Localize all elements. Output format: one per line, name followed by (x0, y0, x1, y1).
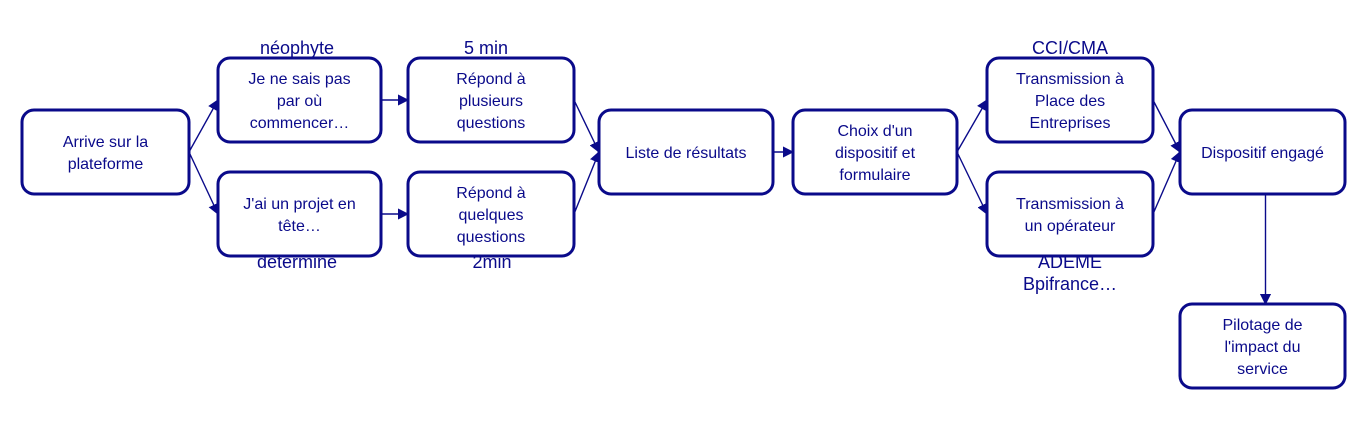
node-label-line: Arrive sur la (63, 134, 148, 151)
node-label-line: plateforme (68, 156, 144, 173)
node-box (216, 170, 383, 258)
node-box (597, 108, 775, 196)
edge-choix-to-operateur (956, 151, 988, 216)
edges (188, 94, 1272, 306)
node-engage: Dispositif engagé (1178, 108, 1347, 196)
node-quelques: Répond à quelques questions (406, 170, 576, 258)
tag-bpi: Bpifrance… (1023, 274, 1117, 294)
node-box (985, 56, 1155, 144)
edge-plusieurs-to-liste (573, 99, 600, 154)
edge-arrive-to-neophyte (188, 99, 219, 153)
node-label-line: Transmission à (1016, 196, 1124, 213)
node-box (1178, 108, 1347, 196)
edge-quelques-to-liste (573, 150, 601, 215)
node-arrive: Arrive sur la plateforme (20, 108, 191, 196)
node-box (985, 170, 1155, 258)
node-label-line: l'impact du (1225, 339, 1301, 356)
node-box (406, 170, 576, 258)
node-choix: Choix d'un dispositif et formulaire (791, 108, 959, 196)
node-label-line: tête… (278, 218, 321, 235)
tag-neophyte: néophyte (260, 38, 334, 58)
tag-ademe: ADEME (1038, 252, 1102, 272)
node-label-line: plusieurs (459, 93, 523, 110)
node-label-line: J'ai un projet en (243, 196, 355, 213)
tag-determine: déterminé (257, 252, 337, 272)
node-label-line: questions (457, 229, 526, 246)
node-box (406, 56, 576, 144)
tag-cci: CCI/CMA (1032, 38, 1108, 58)
tag-2min: 2min (472, 252, 511, 272)
tag-5min: 5 min (464, 38, 508, 58)
node-label-line: commencer… (250, 115, 350, 132)
edge-arrive-to-projet (188, 151, 219, 216)
node-plusieurs: Répond à plusieurs questions (406, 56, 576, 144)
node-label-line: Choix d'un (837, 123, 912, 140)
node-label-line: service (1237, 361, 1288, 378)
node-liste: Liste de résultats (597, 108, 775, 196)
node-projet: J'ai un projet en tête… (216, 170, 383, 258)
node-label-line: Dispositif engagé (1201, 145, 1324, 162)
node-label-line: Je ne sais pas (248, 71, 350, 88)
node-neophyte: Je ne sais pas par où commencer… (216, 56, 383, 144)
node-label-line: questions (457, 115, 526, 132)
node-label-line: Entreprises (1030, 115, 1111, 132)
edge-choix-to-place (956, 99, 988, 153)
node-label-line: dispositif et (835, 145, 916, 162)
node-box (216, 56, 383, 144)
node-label-line: Pilotage de (1222, 317, 1302, 334)
node-box (1178, 302, 1347, 390)
node-label-line: Place des (1035, 93, 1105, 110)
node-label-line: quelques (459, 207, 524, 224)
node-label-line: Répond à (456, 185, 525, 202)
node-box (20, 108, 191, 196)
node-label-line: Transmission à (1016, 71, 1124, 88)
nodes: Arrive sur la plateforme Je ne sais pas par… (20, 56, 1347, 390)
node-label-line: formulaire (839, 167, 910, 184)
edge-operateur-to-engage (1152, 150, 1182, 215)
node-box (791, 108, 959, 196)
node-label-line: par où (277, 93, 322, 110)
edge-place-to-engage (1152, 99, 1181, 153)
node-label-line: Répond à (456, 71, 525, 88)
node-label-line: un opérateur (1025, 218, 1116, 235)
node-label-line: Liste de résultats (626, 145, 747, 162)
node-operateur: Transmission à un opérateur (985, 170, 1155, 258)
node-pilotage: Pilotage de l'impact du service (1178, 302, 1347, 390)
tags: néophyte 5 min déterminé 2min CCI/CMA ADEMEBp… (257, 38, 1117, 294)
